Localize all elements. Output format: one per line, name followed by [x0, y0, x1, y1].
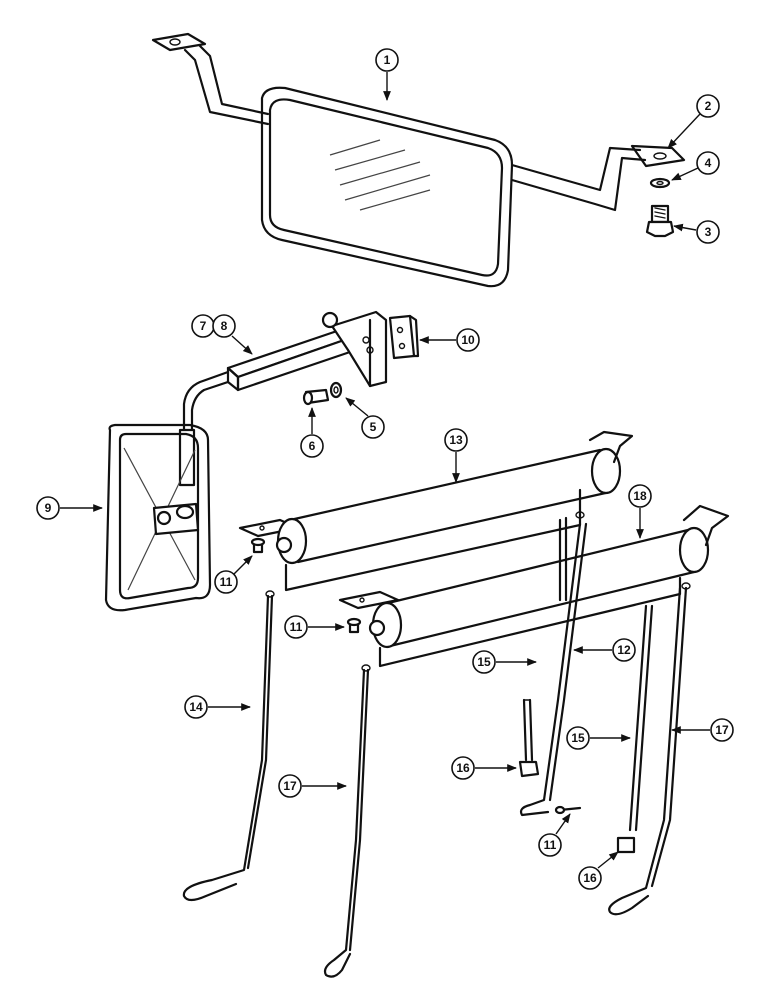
callout-13: 13: [444, 428, 468, 483]
callout-16-left: 16: [451, 756, 517, 780]
callout-15-lower-label: 15: [571, 731, 585, 745]
callout-4: 4: [671, 151, 720, 181]
callout-16-left-label: 16: [456, 761, 470, 775]
callout-1-label: 1: [384, 53, 391, 67]
callout-3: 3: [673, 220, 720, 244]
callout-7-label: 7: [200, 319, 207, 333]
sun-visor-18: [338, 504, 730, 672]
sun-visor-13: [238, 430, 634, 602]
callout-1: 1: [375, 48, 399, 101]
callout-5: 5: [345, 397, 385, 439]
callout-12-label: 12: [617, 643, 631, 657]
callout-9: 9: [36, 496, 103, 520]
callout-17-right: 17: [671, 718, 734, 742]
callout-8: 8: [212, 314, 253, 355]
callout-16-right-label: 16: [583, 871, 597, 885]
callout-2: 2: [667, 94, 720, 149]
callout-11-bottom: 11: [538, 813, 571, 857]
callout-11-middle: 11: [284, 615, 345, 639]
callout-11-top: 11: [214, 555, 253, 594]
callout-14-label: 14: [189, 700, 203, 714]
callout-9-label: 9: [45, 501, 52, 515]
callout-11-middle-label: 11: [290, 620, 303, 634]
callout-11-bottom-label: 11: [544, 838, 557, 852]
callout-17-right-label: 17: [715, 723, 729, 737]
callout-7: 7: [191, 314, 215, 338]
callout-2-label: 2: [705, 99, 712, 113]
callout-10: 10: [419, 328, 480, 352]
callout-12: 12: [573, 638, 636, 662]
callout-6: 6: [300, 407, 324, 458]
callouts: 1 2 4 3 7 8: [36, 48, 734, 890]
callout-4-label: 4: [705, 156, 712, 170]
rear-mirror-assembly: [151, 32, 686, 288]
callout-15-upper: 15: [472, 650, 537, 674]
callout-3-label: 3: [705, 225, 712, 239]
callout-16-right: 16: [578, 851, 619, 890]
callout-6-label: 6: [309, 439, 316, 453]
callout-15-lower: 15: [566, 726, 631, 750]
callout-14: 14: [184, 695, 251, 719]
callout-15-upper-label: 15: [477, 655, 491, 669]
callout-11-top-label: 11: [220, 575, 233, 589]
callout-13-label: 13: [449, 433, 463, 447]
callout-8-label: 8: [221, 319, 228, 333]
side-mirror-assembly: [104, 310, 420, 612]
callout-10-label: 10: [461, 333, 475, 347]
callout-18: 18: [628, 484, 652, 539]
callout-5-label: 5: [370, 420, 377, 434]
callout-18-label: 18: [633, 489, 647, 503]
callout-17-left: 17: [278, 774, 347, 798]
support-rods: [182, 522, 688, 978]
callout-17-left-label: 17: [283, 779, 297, 793]
